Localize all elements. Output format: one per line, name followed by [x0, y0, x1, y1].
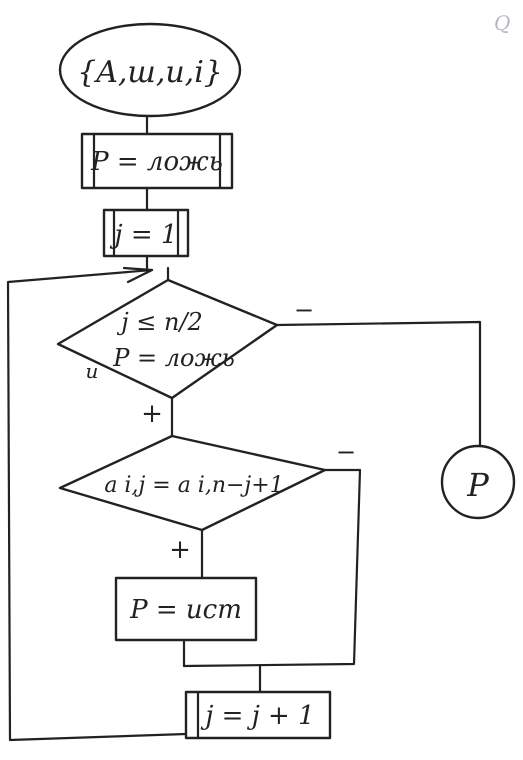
- cond-eq-diamond: [58, 434, 327, 532]
- cond-loop-no-label: −: [294, 296, 314, 324]
- output-label: P: [466, 466, 489, 504]
- increment-label: j = j + 1: [200, 701, 314, 731]
- connectors: [6, 114, 482, 742]
- set-true-label: P = ист: [129, 595, 242, 625]
- corner-mark: Q: [494, 11, 510, 35]
- cond-eq-yes-label: +: [169, 535, 191, 565]
- cond-eq-no-label: −: [336, 438, 356, 466]
- init-p-label: P = ложь: [90, 147, 223, 177]
- cond-eq-node: a i,j = a i,n−j+1 + −: [58, 434, 356, 565]
- cond-loop-yes-label: +: [141, 399, 163, 429]
- start-node: {A,ш,u,i}: [58, 22, 242, 118]
- init-j-rect: [102, 208, 190, 258]
- cond-eq-label: a i,j = a i,n−j+1: [104, 473, 283, 498]
- connector-cond-eq-no: [182, 468, 362, 668]
- start-label: {A,ш,u,i}: [77, 55, 223, 90]
- cond-loop-line2: P = ложь: [112, 344, 235, 372]
- increment-rect: [184, 690, 332, 740]
- init-p-side-bars: [92, 132, 222, 190]
- cond-loop-line1: j ≤ n/2: [116, 308, 203, 336]
- init-j-block: j = 1: [102, 208, 190, 258]
- init-j-side-bars: [112, 208, 180, 258]
- set-true-block: P = ист: [114, 576, 258, 642]
- init-j-label: j = 1: [110, 220, 178, 250]
- init-p-rect: [80, 132, 234, 190]
- set-true-rect: [114, 576, 258, 642]
- start-oval: [58, 22, 242, 118]
- connector-loop-back: [6, 268, 188, 742]
- cond-loop-diamond: [56, 278, 279, 400]
- increment-block: j = j + 1: [184, 690, 332, 740]
- output-node: P: [440, 444, 516, 520]
- connector-cond-loop-no: [275, 320, 482, 450]
- cond-loop-node: j ≤ n/2 и P = ложь + −: [56, 278, 314, 429]
- loop-arrowhead: [122, 266, 154, 284]
- output-circle: [440, 444, 516, 520]
- cond-loop-and: и: [86, 359, 99, 383]
- init-p-block: P = ложь: [80, 132, 234, 190]
